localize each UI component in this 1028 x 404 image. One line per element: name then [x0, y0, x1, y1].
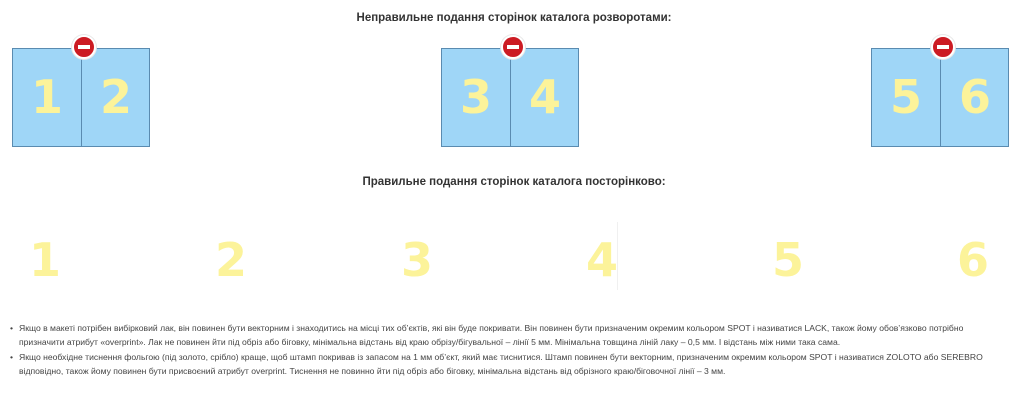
- single-page-number: 4: [585, 233, 618, 287]
- no-entry-icon: [931, 35, 955, 59]
- notes-list: Якщо в макеті потрібен вибірковий лак, в…: [10, 321, 1010, 379]
- spread-5-6: 5 6: [871, 35, 1009, 147]
- spread-fold-line: [510, 49, 511, 146]
- single-page-number: 1: [28, 233, 61, 287]
- page-divider-line: [617, 222, 618, 290]
- no-entry-icon: [72, 35, 96, 59]
- incorrect-heading: Неправильне подання сторінок каталога ро…: [356, 12, 672, 24]
- note-item: Якщо необхідне тиснення фольгою (під зол…: [10, 350, 1010, 378]
- no-entry-icon: [501, 35, 525, 59]
- spread-page-number: 5: [889, 70, 922, 124]
- single-page-number: 3: [400, 233, 433, 287]
- single-page-number: 6: [956, 233, 989, 287]
- correct-heading: Правильне подання сторінок каталога пост…: [362, 176, 666, 188]
- spread-page-number: 4: [528, 70, 561, 124]
- spread-page-number: 6: [958, 70, 991, 124]
- spread-page-number: 2: [99, 70, 132, 124]
- spread-page-number: 1: [30, 70, 63, 124]
- spread-1-2: 1 2: [12, 35, 150, 147]
- spread-fold-line: [940, 49, 941, 146]
- single-page-number: 5: [771, 233, 804, 287]
- note-item: Якщо в макеті потрібен вибірковий лак, в…: [10, 321, 1010, 349]
- single-page-number: 2: [214, 233, 247, 287]
- spread-3-4: 3 4: [441, 35, 579, 147]
- spread-fold-line: [81, 49, 82, 146]
- spread-page-number: 3: [459, 70, 492, 124]
